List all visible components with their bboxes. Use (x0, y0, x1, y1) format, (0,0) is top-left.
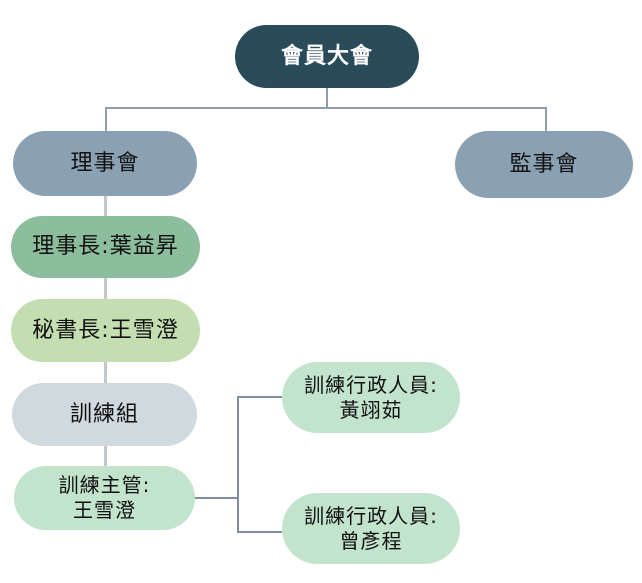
connector-board-chairman (104, 196, 107, 217)
node-training-supervisor-name: 王雪澄 (73, 498, 136, 522)
node-members-assembly: 會員大會 (235, 25, 419, 88)
connector-supervisory-drop (545, 107, 547, 131)
node-training-admin-2: 訓練行政人員: 曾彥程 (282, 493, 460, 564)
connector-secretary-traininggroup (104, 362, 107, 384)
node-members-assembly-label: 會員大會 (280, 43, 373, 69)
node-secretary-general: 秘書長:王雪澄 (11, 299, 200, 362)
node-training-admin-2-title: 訓練行政人員: (304, 503, 438, 528)
connector-branch-bottom (237, 531, 282, 533)
connector-branch-middle (194, 497, 238, 499)
connector-branch-top (237, 396, 282, 398)
node-training-supervisor: 訓練主管: 王雪澄 (14, 466, 195, 530)
node-board-of-directors-label: 理事會 (70, 150, 140, 176)
connector-traininggroup-supervisor (104, 446, 107, 467)
node-training-admin-1-title: 訓練行政人員: (304, 372, 438, 397)
node-training-group: 訓練組 (12, 383, 197, 446)
node-training-group-label: 訓練組 (69, 401, 139, 427)
node-secretary-general-label: 秘書長:王雪澄 (32, 317, 179, 343)
connector-assembly-stem (326, 88, 328, 108)
node-training-admin-2-name: 曾彥程 (339, 528, 403, 553)
node-supervisory-board-label: 監事會 (509, 151, 579, 177)
node-training-admin-1-name: 黃翊茹 (339, 397, 403, 422)
node-training-admin-1: 訓練行政人員: 黃翊茹 (282, 362, 460, 433)
connector-assembly-crossbar (105, 107, 547, 109)
node-training-supervisor-title: 訓練主管: (58, 473, 151, 497)
connector-chairman-secretary (104, 278, 107, 300)
node-chairman-label: 理事長:葉益昇 (32, 234, 179, 260)
node-chairman: 理事長:葉益昇 (11, 216, 200, 278)
node-board-of-directors: 理事會 (13, 131, 197, 196)
connector-branch-spine (237, 396, 239, 533)
connector-board-drop (105, 107, 107, 131)
node-supervisory-board: 監事會 (455, 131, 633, 198)
